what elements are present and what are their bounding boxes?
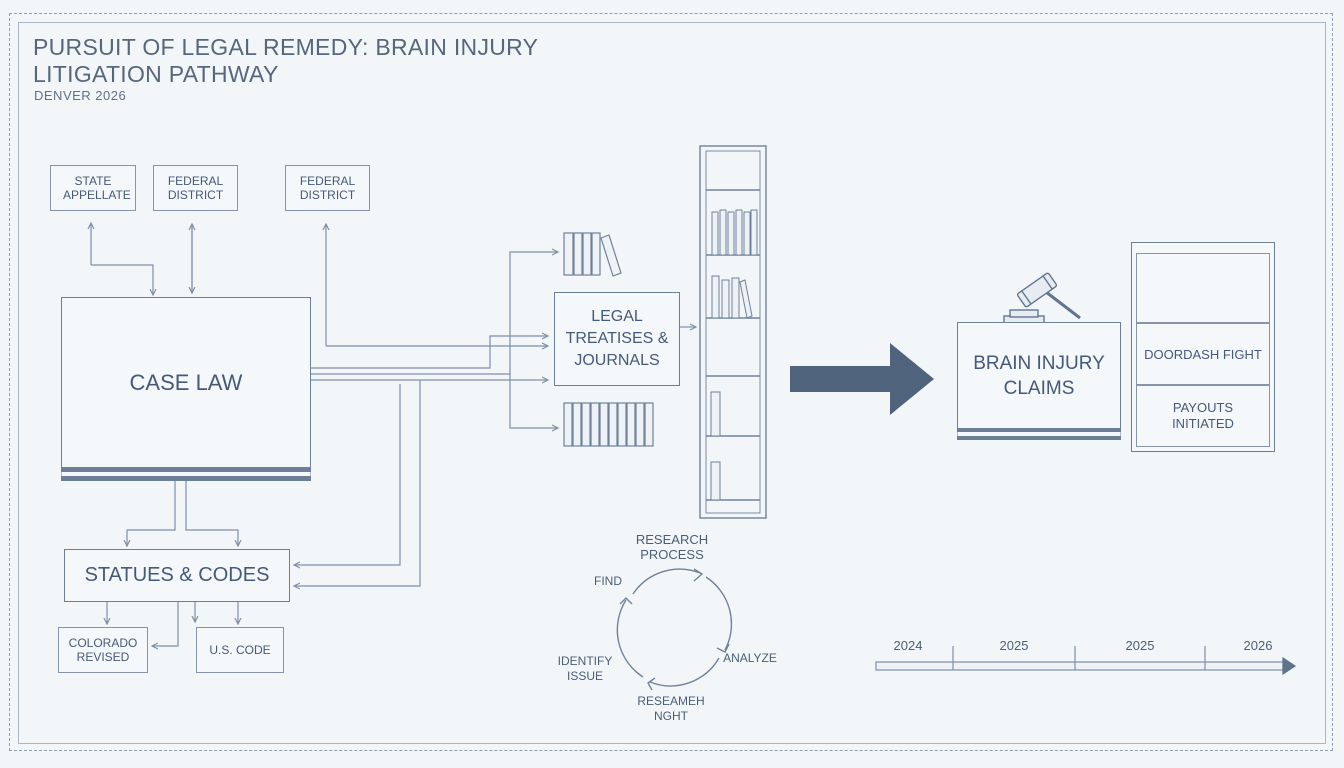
colorado-revised-box: COLORADO REVISED	[58, 627, 148, 673]
book-stack-bottom-icon	[563, 402, 654, 447]
brain-injury-claims-label: BRAIN INJURY CLAIMS	[973, 352, 1105, 399]
research-process-title: RESEARCH PROCESS	[635, 532, 709, 562]
research-cycle-icon	[616, 568, 733, 691]
federal-district-box-1: FEDERAL DISTRICT	[153, 165, 238, 211]
page-subtitle: DENVER 2026	[34, 88, 127, 103]
inner-frame	[18, 22, 1326, 744]
outer-dashed-frame	[9, 13, 1333, 751]
colorado-revised-label: COLORADO REVISED	[68, 636, 138, 664]
state-appellate-box: STATE APPELLATE	[50, 165, 136, 211]
outcome-cabinet: DOORDASH FIGHT PAYOUTS INITIATED	[1131, 242, 1275, 452]
timeline-tick-2026: 2026	[1243, 638, 1273, 653]
bookshelf-icon	[699, 145, 767, 519]
gavel-icon	[1003, 272, 1081, 325]
federal-district-label-1: FEDERAL DISTRICT	[167, 174, 224, 202]
federal-district-label-2: FEDERAL DISTRICT	[299, 174, 356, 202]
research-step-label: RESEAMEH NGHT	[637, 694, 705, 723]
doordash-label: DOORDASH FIGHT	[1144, 346, 1262, 362]
timeline-axis	[875, 646, 1297, 676]
timeline-tick-2025b: 2025	[1125, 638, 1155, 653]
treatises-box: LEGAL TREATISES & JOURNALS	[554, 292, 680, 386]
doordash-panel: DOORDASH FIGHT	[1136, 323, 1270, 385]
research-analyze-label: ANALYZE	[723, 651, 777, 665]
page-title: PURSUIT OF LEGAL REMEDY: BRAIN INJURY LI…	[33, 34, 538, 87]
case-law-box: CASE LAW	[61, 297, 311, 481]
payouts-label: PAYOUTS INITIATED	[1172, 400, 1234, 431]
us-code-label: U.S. CODE	[209, 643, 271, 657]
us-code-box: U.S. CODE	[196, 627, 284, 673]
state-appellate-label: STATE APPELLATE	[63, 174, 131, 202]
federal-district-box-2: FEDERAL DISTRICT	[285, 165, 370, 211]
cabinet-top-shelf	[1136, 253, 1270, 323]
book-stack-top-icon	[563, 232, 622, 277]
payouts-panel: PAYOUTS INITIATED	[1136, 385, 1270, 447]
research-identify-label: IDENTIFY ISSUE	[557, 654, 613, 683]
pathway-arrow-icon	[790, 343, 934, 415]
statutes-box: STATUES & CODES	[64, 549, 290, 602]
research-find-label: FIND	[594, 574, 622, 588]
timeline-tick-2025a: 2025	[999, 638, 1029, 653]
statutes-label: STATUES & CODES	[84, 564, 270, 586]
timeline-tick-2024: 2024	[893, 638, 923, 653]
brain-injury-claims-box: BRAIN INJURY CLAIMS	[957, 322, 1121, 440]
case-law-label: CASE LAW	[129, 369, 243, 395]
treatises-label: LEGAL TREATISES & JOURNALS	[565, 308, 669, 369]
